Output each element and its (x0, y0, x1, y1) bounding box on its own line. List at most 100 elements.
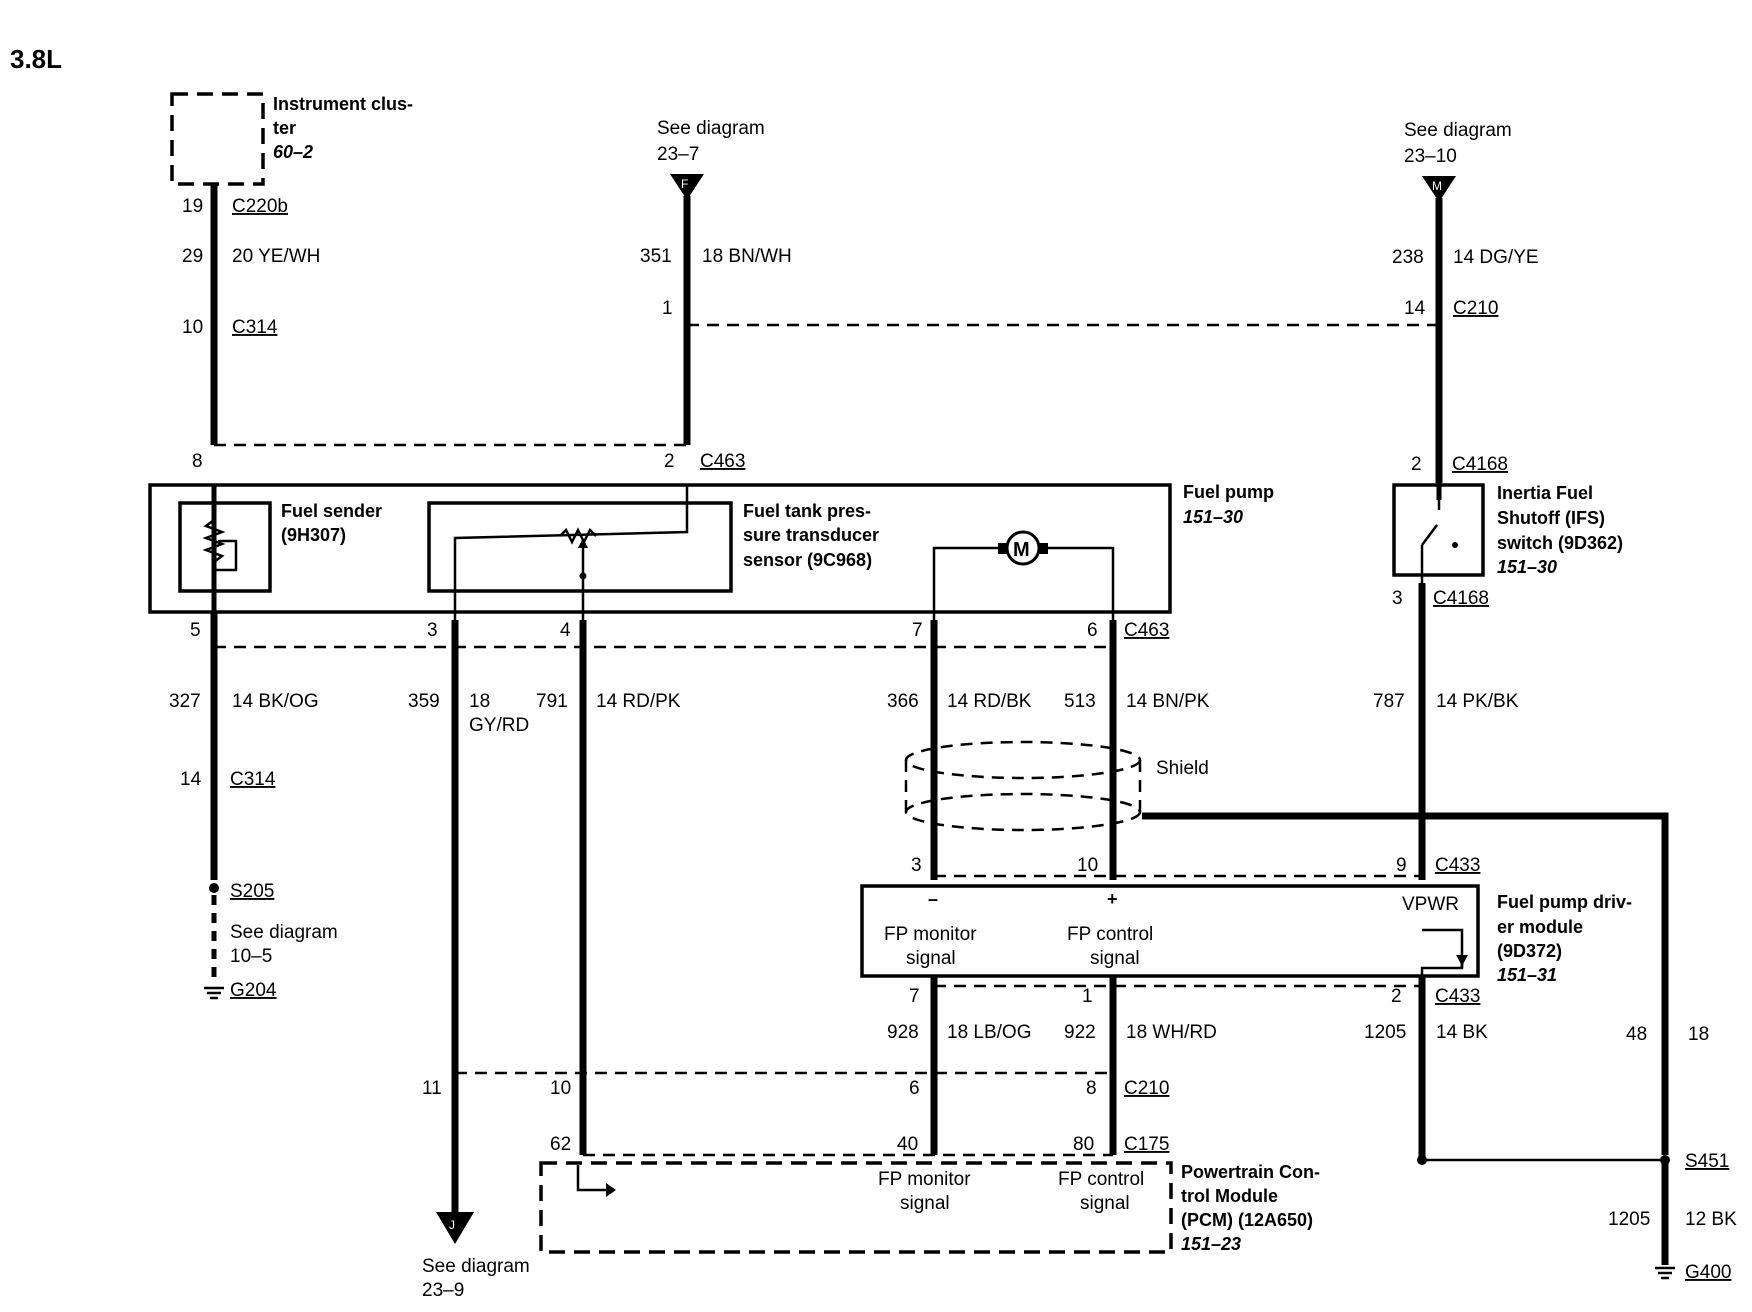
pump-motor-right-wire (1044, 546, 1115, 620)
circuit-1205-wire-b: 12 BK (1685, 1209, 1737, 1230)
driver-ref: 151–31 (1497, 965, 1557, 985)
pump-motor-left-terminal (998, 543, 1008, 554)
pcm-ref: 151–23 (1181, 1234, 1241, 1254)
circuit-928-num: 928 (887, 1022, 919, 1043)
circuit-513-wire: 14 BN/PK (1126, 691, 1210, 712)
arrow-f-letter: F (681, 177, 688, 191)
pin-14-c210: 14 (1404, 298, 1426, 319)
circuit-48-num: 48 (1626, 1024, 1647, 1045)
circuit-238-wire: 14 DG/YE (1453, 247, 1539, 268)
see-diagram-10-5-label: See diagram (230, 922, 338, 943)
pcm-label-2: trol Module (1181, 1186, 1278, 1206)
pcm-control-label-2: signal (1080, 1193, 1130, 1214)
circuit-351-wire: 18 BN/WH (702, 246, 792, 267)
fuel-pump-ref: 151–30 (1183, 507, 1243, 527)
circuit-513-num: 513 (1064, 691, 1096, 712)
ground-g204: G204 (230, 980, 277, 1001)
circuit-351-num: 351 (640, 246, 672, 267)
see-diagram-10-5-ref: 10–5 (230, 946, 272, 967)
arrow-m-letter: M (1432, 179, 1442, 193)
pcm-monitor-label-1: FP monitor (878, 1169, 971, 1190)
circuit-1205-num-a: 1205 (1364, 1022, 1406, 1043)
circuit-791-wire: 14 RD/PK (596, 691, 681, 712)
fuel-tank-sensor-box (427, 501, 733, 593)
instrument-cluster-label-1: Instrument clus- (273, 94, 413, 114)
driver-minus: – (928, 889, 938, 909)
pcm-label-1: Powertrain Con- (1181, 1162, 1320, 1182)
fuel-sender-resistor-icon (202, 519, 226, 563)
connector-c4168-top: C4168 (1452, 454, 1508, 475)
sensor-label-1: Fuel tank pres- (743, 501, 871, 521)
sensor-node (579, 572, 587, 580)
driver-control-label-1: FP control (1067, 924, 1153, 945)
pin-2-c463: 2 (664, 451, 675, 472)
pin-2-c433: 2 (1391, 986, 1402, 1007)
pcm-control-label-1: FP control (1058, 1169, 1144, 1190)
splice-s205-dot (209, 883, 219, 893)
circuit-48-wire: 18 (1688, 1024, 1709, 1045)
inertia-switch-label-1: Inertia Fuel (1497, 483, 1593, 503)
ground-g400: G400 (1685, 1262, 1731, 1283)
circuit-359-wire: 18 (469, 691, 490, 712)
pcm-ground-icon (606, 1183, 616, 1197)
shield-label: Shield (1156, 758, 1209, 779)
pin-7-c433: 7 (909, 986, 920, 1007)
pump-motor-right-terminal (1038, 543, 1048, 554)
circuit-791-num: 791 (536, 691, 568, 712)
fuel-sender-label-1: Fuel sender (281, 501, 382, 521)
connector-c4168-bottom: C4168 (1433, 588, 1489, 609)
pin-1-c433: 1 (1082, 986, 1093, 1007)
pin-6-c463: 6 (1087, 620, 1098, 641)
pin-80-c175: 80 (1073, 1134, 1094, 1155)
pin-2-c4168: 2 (1411, 454, 1422, 475)
circuit-359-wire-2: GY/RD (469, 715, 529, 736)
arrow-j-letter: J (449, 1218, 455, 1232)
connector-c210-bottom: C210 (1124, 1078, 1169, 1099)
pin-3-c463: 3 (427, 620, 438, 641)
circuit-366-wire: 14 RD/BK (947, 691, 1032, 712)
pin-11-c210: 11 (422, 1078, 442, 1099)
driver-label-1: Fuel pump driv- (1497, 892, 1632, 912)
splice-s205: S205 (230, 881, 274, 902)
circuit-366-num: 366 (887, 691, 919, 712)
circuit-1205-wire-a: 14 BK (1436, 1022, 1488, 1043)
see-diagram-23-9-ref: 23–9 (422, 1280, 464, 1301)
inertia-switch-label-2: Shutoff (IFS) (1497, 508, 1605, 528)
pin-40-c175: 40 (897, 1134, 918, 1155)
sensor-wiper-arrow (578, 538, 588, 548)
circuit-238-num: 238 (1392, 247, 1424, 268)
pin-10-c210: 10 (550, 1078, 571, 1099)
connector-c175: C175 (1124, 1134, 1169, 1155)
connector-arrow-m (1422, 176, 1456, 202)
circuit-327-num: 327 (169, 691, 201, 712)
pin-7-c463: 7 (912, 620, 923, 641)
connector-c433-bottom: C433 (1435, 986, 1480, 1007)
pump-motor-left-wire (932, 546, 1002, 620)
inertia-switch-blade-icon (1421, 524, 1438, 546)
inertia-switch-label-3: switch (9D362) (1497, 533, 1623, 553)
pin-5: 5 (190, 620, 201, 641)
circuit-787-num: 787 (1373, 691, 1405, 712)
pin-8-c210: 8 (1086, 1078, 1097, 1099)
fuel-pump-assembly-box (148, 483, 1172, 614)
driver-diode-icon (1456, 955, 1468, 966)
connector-c220b: C220b (232, 196, 288, 217)
sensor-resistor-icon (559, 527, 597, 545)
pin-3-c4168: 3 (1392, 588, 1403, 609)
see-diagram-23-7-label: See diagram (657, 118, 765, 139)
pin-6-c210: 6 (909, 1078, 920, 1099)
pcm-internal-lead (576, 1165, 612, 1192)
splice-1205-dot (1417, 1155, 1427, 1165)
connector-c314-bottom: C314 (230, 769, 276, 790)
connector-c210-top: C210 (1453, 298, 1498, 319)
pin-10-c433: 10 (1077, 855, 1098, 876)
see-diagram-23-10-label: See diagram (1404, 120, 1512, 141)
pin-9-c433: 9 (1396, 855, 1407, 876)
connector-arrow-f (670, 174, 704, 200)
fuel-pump-label: Fuel pump (1183, 482, 1274, 502)
connector-c314-top: C314 (232, 317, 278, 338)
pin-4-c463: 4 (560, 620, 571, 641)
circuit-29-wire: 20 YE/WH (232, 246, 320, 267)
see-diagram-23-7-ref: 23–7 (657, 144, 699, 165)
